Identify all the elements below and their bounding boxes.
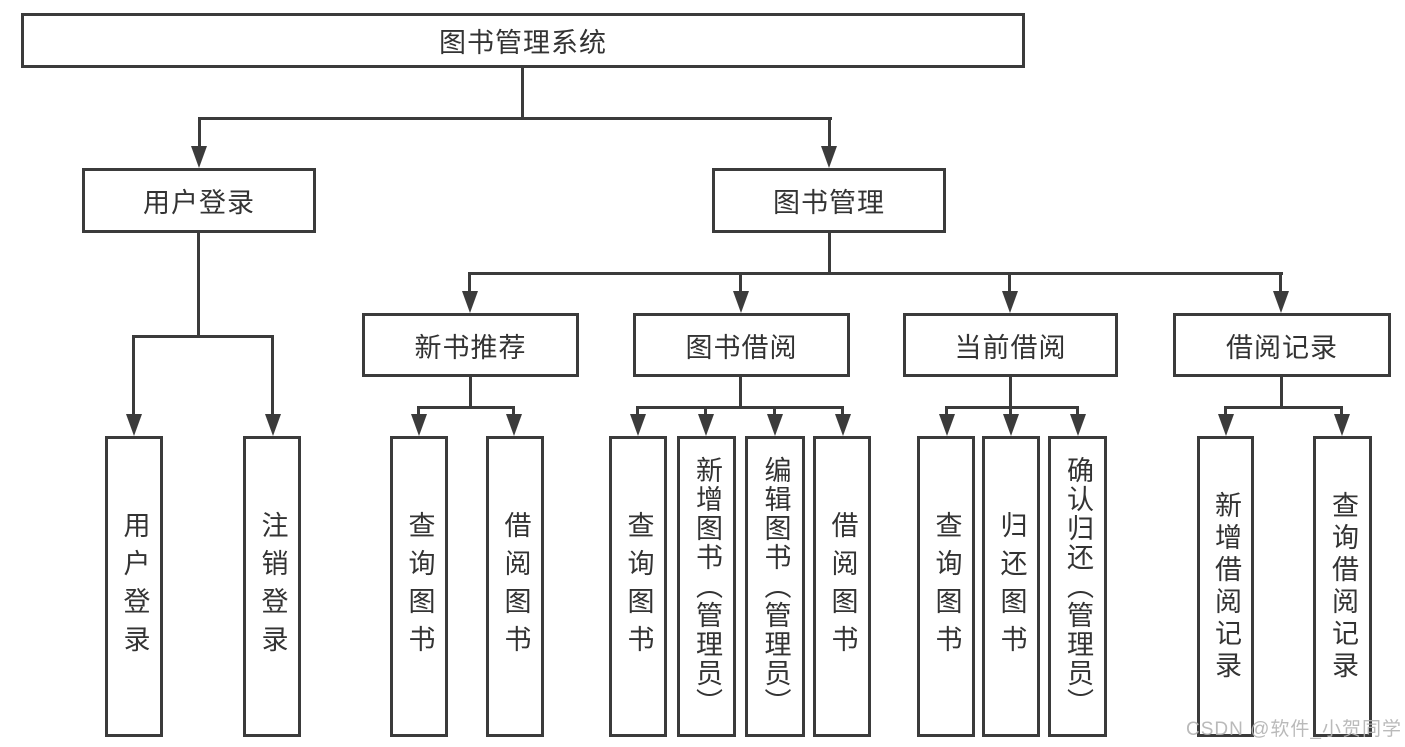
leaf-borrow-books: 借阅图书	[813, 436, 871, 737]
leaf-label: 用户登录	[119, 510, 150, 663]
leaf-query-books-current: 查询图书	[917, 436, 975, 737]
leaf-label: 确认归还（管理员）	[1063, 456, 1093, 717]
connector-book-management-stem	[828, 233, 831, 275]
leaf-label: 新增图书（管理员）	[692, 456, 722, 717]
connector-new-book-crossbar	[417, 406, 515, 409]
connector-borrow-record-stem	[1280, 377, 1283, 409]
node-book-management: 图书管理	[712, 168, 946, 233]
arrowhead-leaf-logout	[265, 414, 281, 436]
arrowhead	[1003, 414, 1019, 436]
connector-drop-leaf-login	[132, 335, 135, 415]
arrowhead	[939, 414, 955, 436]
connector-drop	[1076, 406, 1079, 418]
leaf-query-books-recommend: 查询图书	[390, 436, 448, 737]
node-user-login: 用户登录	[82, 168, 316, 233]
connector-current-borrow-crossbar	[945, 406, 1079, 409]
node-label: 用户登录	[143, 188, 255, 218]
leaf-label: 编辑图书（管理员）	[760, 456, 791, 717]
node-new-book-recommend: 新书推荐	[362, 313, 579, 377]
connector-drop	[512, 406, 515, 418]
connector-drop-book-borrow	[739, 272, 742, 292]
leaf-label: 查询图书	[404, 510, 435, 663]
connector-drop	[841, 406, 844, 418]
leaf-label: 查询借阅记录	[1328, 490, 1358, 683]
node-library-management-system: 图书管理系统	[21, 13, 1025, 68]
connector-drop	[1224, 406, 1227, 418]
connector-new-book-stem	[469, 377, 472, 409]
leaf-label: 注销登录	[257, 510, 288, 663]
connector-drop-current-borrow	[1008, 272, 1011, 292]
node-label: 借阅记录	[1226, 332, 1338, 363]
leaf-return-books: 归还图书	[982, 436, 1040, 737]
connector-drop	[1009, 406, 1012, 418]
node-label: 当前借阅	[954, 332, 1067, 363]
leaf-confirm-return-admin: 确认归还（管理员）	[1048, 436, 1107, 737]
leaf-query-borrow-record: 查询借阅记录	[1313, 436, 1372, 737]
leaf-label: 借阅图书	[500, 510, 531, 663]
connector-book-borrow-stem	[739, 377, 742, 409]
connector-user-login-stem	[197, 233, 200, 338]
leaf-label: 借阅图书	[827, 510, 858, 663]
connector-drop	[704, 406, 707, 418]
node-borrow-record: 借阅记录	[1173, 313, 1391, 377]
node-current-borrow: 当前借阅	[903, 313, 1118, 377]
arrowhead	[1218, 414, 1234, 436]
arrowhead-new-book	[462, 291, 478, 313]
arrowhead	[1070, 414, 1086, 436]
connector-book-management-crossbar	[469, 272, 1283, 275]
connector-borrow-record-crossbar	[1224, 406, 1343, 409]
arrowhead-user-login	[191, 146, 207, 168]
leaf-logout: 注销登录	[243, 436, 301, 737]
csdn-watermark: CSDN @软件_小贺同学	[1186, 719, 1402, 740]
arrowhead	[835, 414, 851, 436]
node-label: 图书管理	[773, 188, 885, 218]
arrowhead	[630, 414, 646, 436]
connector-drop-user-login	[198, 117, 201, 149]
connector-root-crossbar	[198, 117, 832, 120]
connector-drop	[773, 406, 776, 418]
leaf-user-login: 用户登录	[105, 436, 163, 737]
leaf-query-books-borrow: 查询图书	[609, 436, 667, 737]
connector-current-borrow-stem	[1009, 377, 1012, 409]
node-label: 图书管理系统	[439, 28, 607, 58]
arrowhead-book-management	[821, 146, 837, 168]
node-label: 新书推荐	[414, 332, 527, 363]
arrowhead	[506, 414, 522, 436]
arrowhead	[767, 414, 783, 436]
connector-drop	[1340, 406, 1343, 418]
connector-drop	[417, 406, 420, 418]
leaf-label: 查询图书	[623, 510, 654, 663]
connector-drop-borrow-record	[1279, 272, 1282, 292]
connector-user-login-crossbar	[132, 335, 274, 338]
leaf-add-books-admin: 新增图书（管理员）	[677, 436, 736, 737]
connector-drop	[945, 406, 948, 418]
arrowhead	[698, 414, 714, 436]
leaf-add-borrow-record: 新增借阅记录	[1197, 436, 1254, 737]
arrowhead-current-borrow	[1002, 291, 1018, 313]
connector-drop	[636, 406, 639, 418]
connector-drop-leaf-logout	[271, 335, 274, 415]
node-label: 图书借阅	[685, 332, 798, 363]
leaf-borrow-books-recommend: 借阅图书	[486, 436, 544, 737]
connector-drop-new-book	[468, 272, 471, 292]
arrowhead-leaf-login	[126, 414, 142, 436]
leaf-edit-books-admin: 编辑图书（管理员）	[745, 436, 805, 737]
connector-drop-book-management	[828, 117, 831, 149]
leaf-label: 归还图书	[996, 510, 1027, 663]
leaf-label: 新增借阅记录	[1211, 490, 1241, 683]
node-book-borrow: 图书借阅	[633, 313, 850, 377]
leaf-label: 查询图书	[931, 510, 962, 663]
connector-book-borrow-crossbar	[637, 406, 844, 409]
arrowhead	[1334, 414, 1350, 436]
arrowhead	[411, 414, 427, 436]
connector-root-stem	[521, 67, 524, 119]
arrowhead-borrow-record	[1273, 291, 1289, 313]
arrowhead-book-borrow	[733, 291, 749, 313]
